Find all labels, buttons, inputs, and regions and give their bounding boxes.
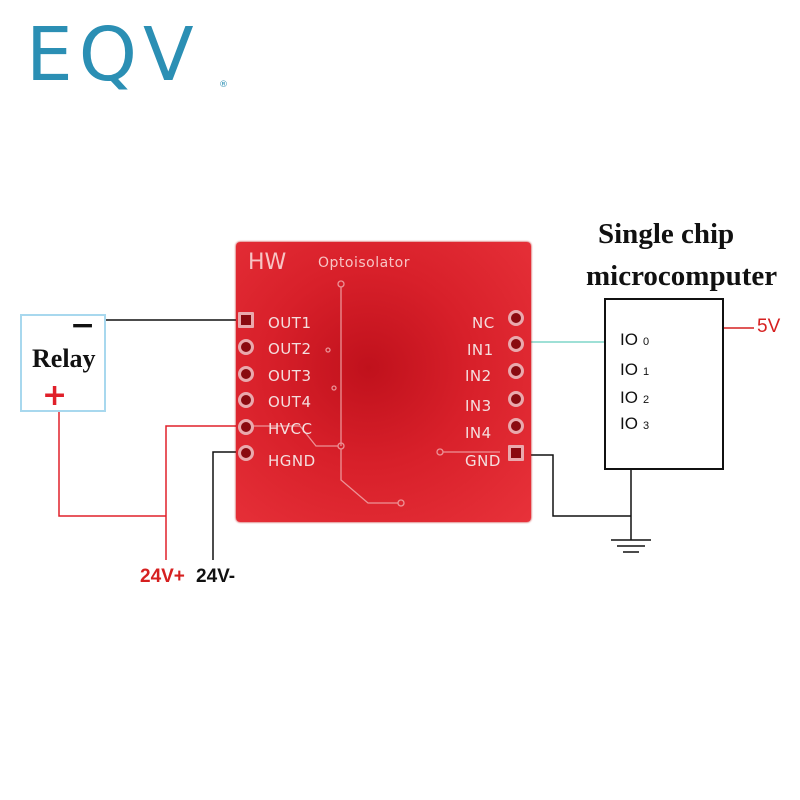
mcu-io-0-label: IO [620,330,638,349]
board-brand: HW [248,250,287,275]
wire-relay-plus [58,412,166,517]
relay-box [20,314,106,412]
pin-label-in3: IN3 [465,397,492,415]
power-negative-label: 24V- [196,566,236,587]
pin-nc [508,310,524,326]
pin-label-nc: NC [472,314,495,332]
mcu-io-1-label: IO [620,360,638,379]
pin-label-out4: OUT4 [268,393,312,411]
mcu-box [604,298,724,470]
pin-in2 [508,363,524,379]
pin-in4 [508,418,524,434]
relay-minus-terminal: − [70,308,96,343]
wire-hvcc [165,425,244,560]
pin-label-gnd: GND [465,452,501,470]
pin-label-in4: IN4 [465,424,492,442]
ground-symbol [611,539,651,553]
pin-hvcc [238,419,254,435]
brand-logo: EQV [26,12,200,98]
wire-hgnd [212,451,244,560]
pin-hgnd [238,445,254,461]
pin-label-out2: OUT2 [268,340,312,358]
relay-label: Relay [32,344,96,373]
pin-label-in1: IN1 [467,341,494,359]
mcu-title-line2: microcomputer [586,260,778,292]
pin-in3 [508,391,524,407]
pin-in1 [508,336,524,352]
pin-out4 [238,392,254,408]
mcu-io-3-index: 3 [643,420,650,432]
pin-out3 [238,366,254,382]
mcu-io-2-label: IO [620,388,638,407]
pin-gnd [508,445,524,461]
mcu-io-1-index: 1 [643,366,650,378]
mcu-io-3-label: IO [620,414,638,433]
pin-label-out1: OUT1 [268,314,312,332]
power-positive-label: 24V+ [140,566,185,587]
relay-plus-terminal: + [42,378,68,413]
mcu-title-line1: Single chip [598,218,735,250]
mcu-io-0-index: 0 [643,336,650,348]
pin-label-hgnd: HGND [268,452,316,470]
pin-label-in2: IN2 [465,367,492,385]
pin-label-out3: OUT3 [268,367,312,385]
registered-mark: ® [219,80,228,90]
optoisolator-board [236,242,531,522]
pin-label-hvcc: HVCC [268,420,313,438]
supply-5v-label: 5V [757,316,781,337]
pin-out2 [238,339,254,355]
mcu-io-2-index: 2 [643,394,650,406]
pin-out1 [238,312,254,328]
wire-gnd [520,454,631,517]
board-title: Optoisolator [318,255,410,271]
